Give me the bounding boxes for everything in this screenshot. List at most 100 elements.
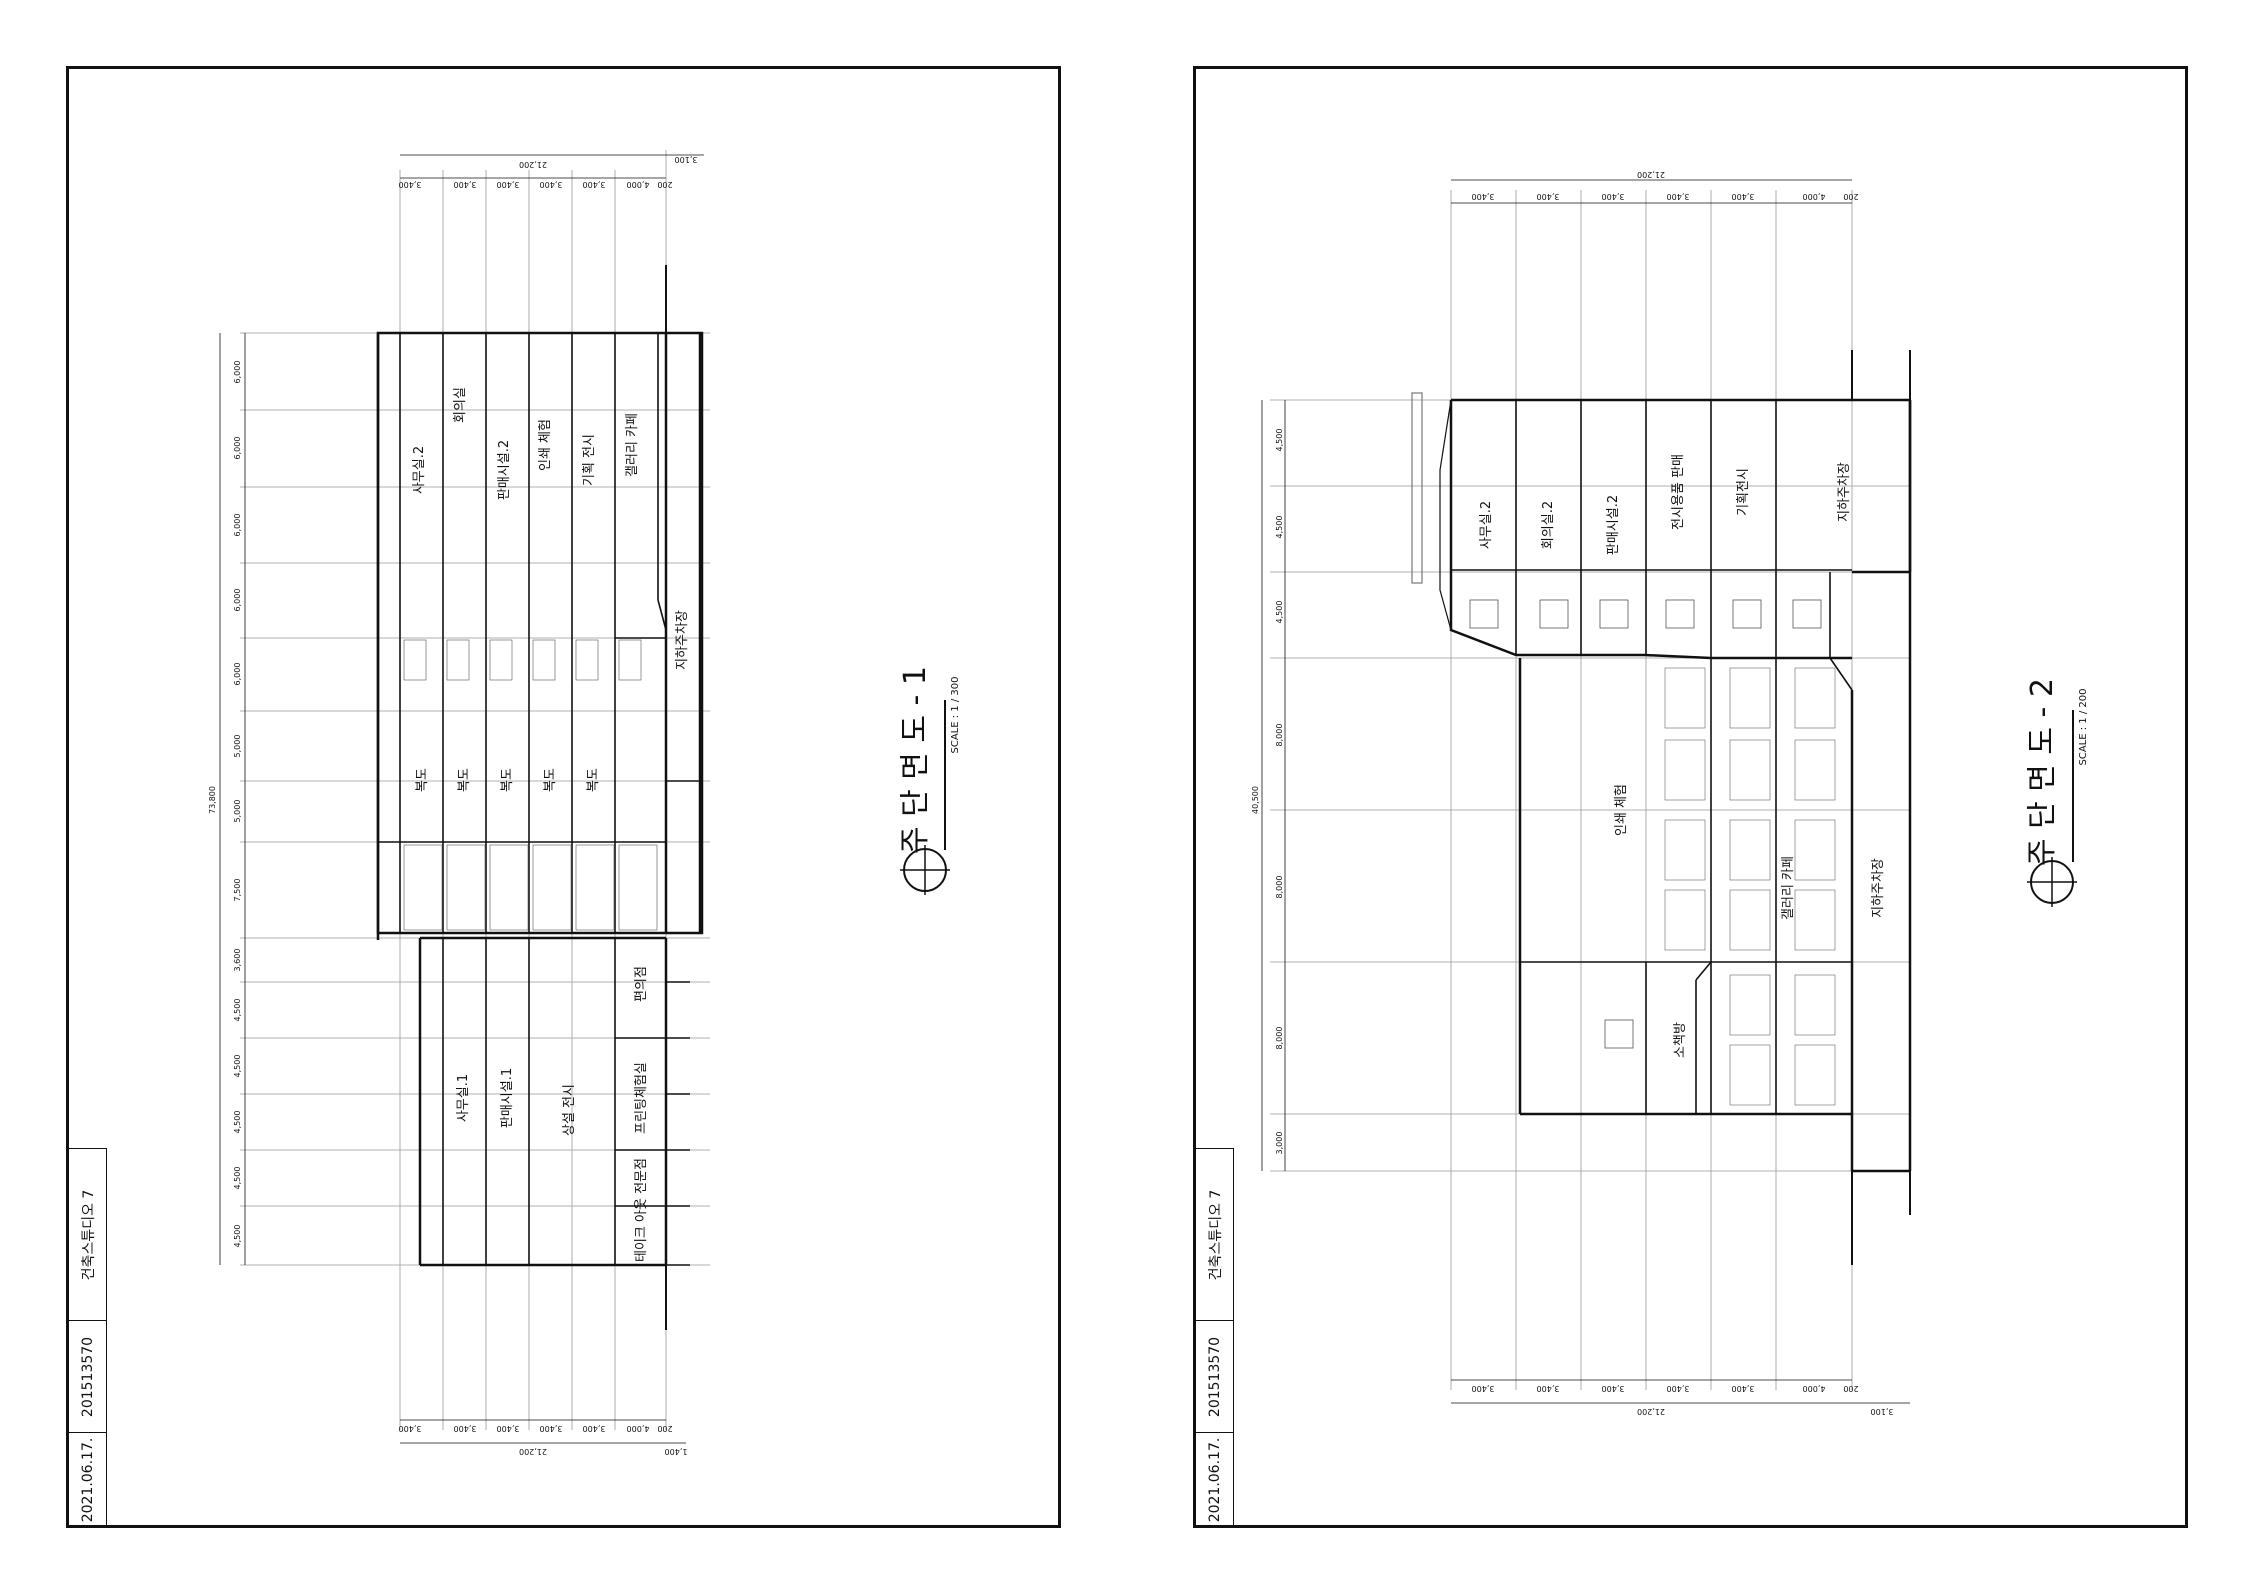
student-id-cell: 201513570 (69, 1321, 107, 1433)
dimensions-2 (1261, 179, 1910, 1404)
span-dim: 3,600 (233, 949, 242, 972)
span-dim: 6,000 (233, 437, 242, 460)
top-extra-dim: 3,100 (675, 155, 698, 164)
bottom-bay-dim: 3,400 (497, 1424, 520, 1433)
room-label: 복도 (415, 768, 430, 792)
parking-bays-2 (1664, 667, 1836, 1106)
drawing-title-1: 주 단 면 도 - 1 SCALE : 1 / 300 (898, 666, 961, 895)
title-strip: 건축스튜디오 7 201513570 2021.06.17. (69, 1148, 107, 1525)
room-label: 갤러리 카페 (1781, 856, 1796, 920)
room-label: 기획 전시 (582, 434, 597, 486)
top-overall-dim: 21,200 (1637, 170, 1665, 179)
top-bay-dim: 3,400 (1472, 192, 1495, 201)
bottom-bay-dim: 3,400 (540, 1424, 563, 1433)
lower-slabs (442, 938, 666, 1265)
room-label: 소책방 (1673, 1022, 1688, 1058)
basement-outline-2 (1518, 658, 1910, 1173)
bottom-bay-dim: 3,400 (1472, 1384, 1495, 1393)
bottom-bay-dim: 3,400 (399, 1424, 422, 1433)
total-height-dim: 73,800 (208, 786, 217, 814)
top-bay-dim: 3,400 (454, 180, 477, 189)
room-label: 전시용품 판매 (1671, 454, 1686, 530)
left-dimensions (219, 333, 246, 1265)
bottom-bay-dim: 4,000 (627, 1424, 650, 1433)
drawing-scale: SCALE : 1 / 200 (2078, 689, 2089, 766)
upper-slabs (378, 333, 700, 933)
span-dim: 8,000 (1275, 1027, 1284, 1050)
bottom-edge-dim: 200 (657, 1424, 672, 1433)
ground-lines-2 (1851, 350, 1911, 1265)
floor-slabs-2 (1451, 400, 1853, 691)
span-dim: 4,500 (1275, 516, 1284, 539)
room-label: 복도 (586, 768, 601, 792)
bottom-bay-dim: 3,400 (1732, 1384, 1755, 1393)
bottom-bay-dim: 4,000 (1803, 1384, 1826, 1393)
bottom-bay-dim: 3,400 (1602, 1384, 1625, 1393)
room-labels-2: 사무실.2 회의실.2 판매시설.2 전시용품 판매 기획전시 지하주차장 인쇄… (1479, 454, 1886, 1058)
upper-block-outline (376, 331, 704, 940)
span-dim: 6,000 (233, 663, 242, 686)
top-bay-dim: 3,400 (399, 180, 422, 189)
top-edge-dim: 200 (657, 180, 672, 189)
top-bay-dim: 4,000 (627, 180, 650, 189)
room-label: 지하주차장 (675, 610, 690, 670)
span-dim: 6,000 (233, 589, 242, 612)
grid-lines-2 (1270, 190, 1910, 1390)
total-height-dim: 40,500 (1251, 786, 1260, 814)
bottom-extra-dim: 3,100 (1871, 1407, 1894, 1416)
drawing-scale: SCALE : 1 / 300 (950, 677, 961, 754)
studio-cell: 건축스튜디오 7 (69, 1149, 107, 1321)
span-dim: 4,500 (1275, 601, 1284, 624)
top-bay-dim: 3,400 (1732, 192, 1755, 201)
bottom-overall-dim: 21,200 (1637, 1407, 1665, 1416)
bottom-bay-dim: 3,400 (1537, 1384, 1560, 1393)
stair-blocks (403, 639, 658, 931)
top-bay-dim: 3,400 (1667, 192, 1690, 201)
span-dim: 7,500 (233, 879, 242, 902)
span-dim: 5,000 (233, 735, 242, 758)
top-edge-dim: 200 (1843, 192, 1858, 201)
top-overall-dim: 21,200 (519, 160, 547, 169)
drawing-title: 주 단 면 도 - 2 (2025, 678, 2060, 866)
top-bay-dim: 3,400 (1537, 192, 1560, 201)
room-label: 판매시설.2 (497, 440, 512, 500)
span-dim: 4,500 (233, 999, 242, 1022)
top-bay-dim: 3,400 (540, 180, 563, 189)
span-dim: 5,000 (233, 800, 242, 823)
span-dim: 6,000 (233, 361, 242, 384)
room-label: 복도 (457, 768, 472, 792)
room-label: 회의실.2 (1541, 501, 1556, 549)
room-label: 복도 (500, 768, 515, 792)
top-bay-dim: 3,400 (1602, 192, 1625, 201)
drawing-title: 주 단 면 도 - 1 (898, 666, 933, 854)
room-label: 사무실.1 (456, 1074, 471, 1122)
windows-2 (1469, 599, 1822, 1049)
dimension-labels-2: 21,200 3,400 3,400 3,400 3,400 3,400 4,0… (1251, 170, 1893, 1416)
drawing-title-2: 주 단 면 도 - 2 SCALE : 1 / 200 (2025, 678, 2089, 907)
room-label: 테이크 아웃 전문점 (634, 1158, 649, 1262)
room-label: 판매시설.2 (1606, 495, 1621, 555)
room-label: 사무실.2 (1479, 501, 1494, 549)
room-label: 상설 전시 (562, 1084, 577, 1136)
span-dim: 4,500 (233, 1055, 242, 1078)
span-dim: 6,000 (233, 514, 242, 537)
room-label: 인쇄 체험 (1614, 784, 1629, 836)
room-label: 인쇄 체험 (538, 419, 553, 471)
bottom-bay-dim: 3,400 (1667, 1384, 1690, 1393)
top-dimensions (400, 154, 704, 179)
top-bay-dim: 4,000 (1803, 192, 1826, 201)
top-bay-dim: 3,400 (583, 180, 606, 189)
bottom-overall-dim: 21,200 (519, 1447, 547, 1456)
student-id-cell: 201513570 (1196, 1321, 1234, 1433)
top-bay-dim: 3,400 (497, 180, 520, 189)
sheet-1: 건축스튜디오 7 201513570 2021.06.17. (66, 66, 1061, 1528)
room-label: 편의점 (634, 966, 649, 1002)
bottom-bay-dim: 3,400 (583, 1424, 606, 1433)
roof-slope (1411, 392, 1452, 631)
room-label: 복도 (543, 768, 558, 792)
room-labels-1: 사무실.2 회의실 판매시설.2 인쇄 체험 기획 전시 갤러리 카페 지하주차… (412, 387, 690, 1262)
basement-slabs-2 (1520, 658, 1852, 1114)
dimension-labels-1: 21,200 3,100 3,400 3,400 3,400 3,400 3,4… (208, 155, 697, 1456)
span-dim: 3,000 (1275, 1132, 1284, 1155)
